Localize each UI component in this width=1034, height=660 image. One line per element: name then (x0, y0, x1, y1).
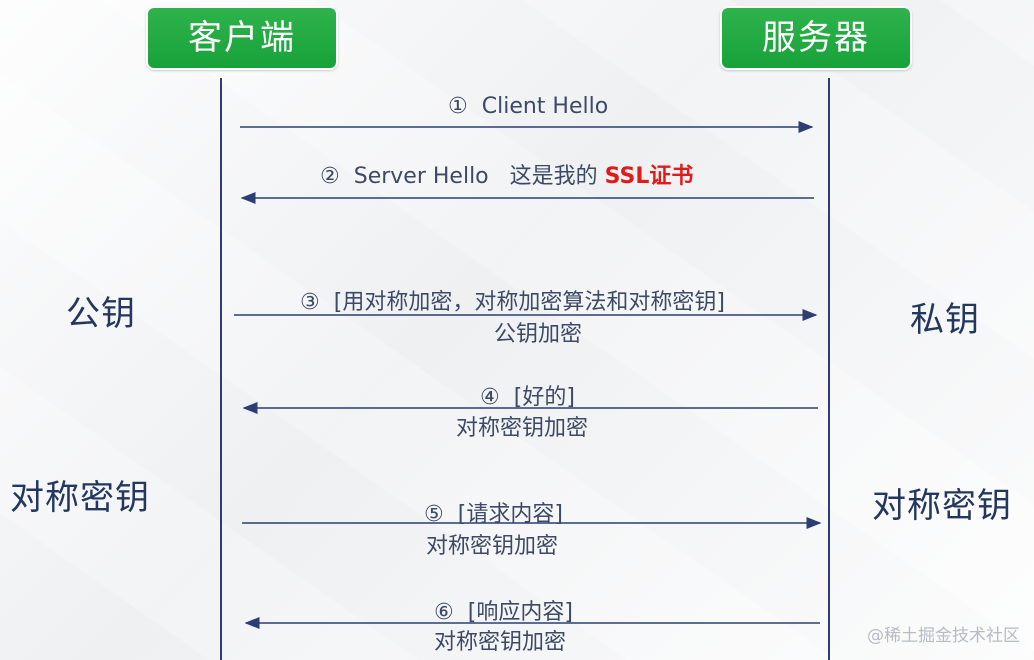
message-1-label: ① Client Hello (448, 94, 608, 119)
message-1-number: ① (448, 94, 468, 119)
client-public-key-label: 公钥 (66, 294, 136, 334)
client-lifeline (220, 78, 222, 660)
server-lifeline (828, 78, 830, 660)
message-5-text: [请求内容] (457, 502, 563, 527)
message-5-subtext: 对称密钥加密 (426, 534, 559, 559)
message-2-text: Server Hello (353, 164, 489, 189)
source-watermark: @稀土掘金技术社区 (867, 626, 1020, 646)
message-6-subtext: 对称密钥加密 (434, 630, 567, 655)
message-5-label: ⑤ [请求内容] (424, 496, 563, 528)
server-actor-badge: 服务器 (720, 6, 912, 70)
message-1-text: Client Hello (481, 94, 609, 119)
message-3-number: ③ (300, 290, 320, 315)
client-symmetric-key-label: 对称密钥 (10, 478, 150, 518)
message-4-label: ④ [好的] (480, 379, 575, 411)
server-symmetric-key-label: 对称密钥 (872, 486, 1012, 526)
message-6-number: ⑥ (434, 600, 454, 625)
message-6-text: [响应内容] (467, 600, 573, 625)
message-4-subtext: 对称密钥加密 (456, 416, 589, 441)
message-3-subtext: 公钥加密 (494, 322, 583, 347)
ssl-certificate-highlight: SSL证书 (604, 164, 694, 189)
message-2-label: ② Server Hello 这是我的 SSL证书 (320, 158, 693, 190)
message-5-number: ⑤ (424, 502, 444, 527)
server-private-key-label: 私钥 (910, 300, 980, 340)
message-4-number: ④ (480, 385, 500, 410)
message-2-extra: 这是我的 (509, 164, 598, 189)
message-6-label: ⑥ [响应内容] (434, 594, 573, 626)
message-3-text: [用对称加密，对称加密算法和对称密钥] (333, 290, 725, 315)
message-4-text: [好的] (513, 385, 575, 410)
message-2-number: ② (320, 164, 340, 189)
message-3-label: ③ [用对称加密，对称加密算法和对称密钥] (300, 284, 725, 316)
client-actor-badge: 客户端 (146, 6, 338, 70)
